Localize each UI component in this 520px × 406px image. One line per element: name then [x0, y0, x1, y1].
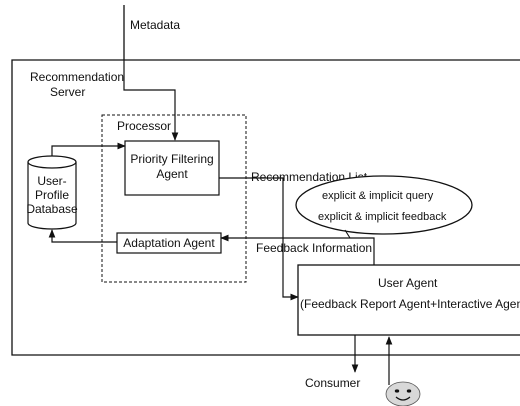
user-agent-box — [297, 264, 520, 336]
db-label-line1: User- — [37, 174, 66, 188]
user-profile-database: User- Profile Database — [26, 155, 78, 230]
server-label-line2: Server — [50, 85, 85, 99]
query-feedback-ellipse — [295, 175, 473, 235]
ellipse-line1: explicit & implicit query — [322, 190, 434, 202]
adaptation-label: Adaptation Agent — [123, 236, 215, 250]
priority-label-line1: Priority Filtering — [130, 152, 213, 166]
smiley-face-icon — [385, 381, 421, 406]
server-label-line1: Recommendation — [30, 70, 124, 84]
feedback-information-label: Feedback Information — [256, 241, 372, 255]
db-label-line3: Database — [26, 202, 78, 216]
db-label-line2: Profile — [35, 188, 69, 202]
feedback-information-arrow — [220, 234, 375, 265]
user-agent-title: User Agent — [378, 276, 438, 290]
adaptation-agent-box — [116, 232, 222, 254]
processor-label: Processor — [117, 119, 171, 133]
ellipse-tick — [344, 229, 351, 239]
ellipse-line2: explicit & implicit feedback — [318, 211, 447, 223]
adaptation-to-db-arrow — [48, 229, 117, 243]
priority-filtering-agent-box — [124, 140, 220, 196]
metadata-label: Metadata — [130, 18, 180, 32]
processor-box — [101, 114, 247, 283]
user-agent-subtitle: (Feedback Report Agent+Interactive Agent… — [300, 297, 520, 311]
consumer-label: Consumer — [305, 376, 360, 390]
db-to-filter-arrow — [51, 142, 126, 156]
priority-label-line2: Agent — [156, 167, 188, 181]
server-boundary — [11, 59, 520, 356]
